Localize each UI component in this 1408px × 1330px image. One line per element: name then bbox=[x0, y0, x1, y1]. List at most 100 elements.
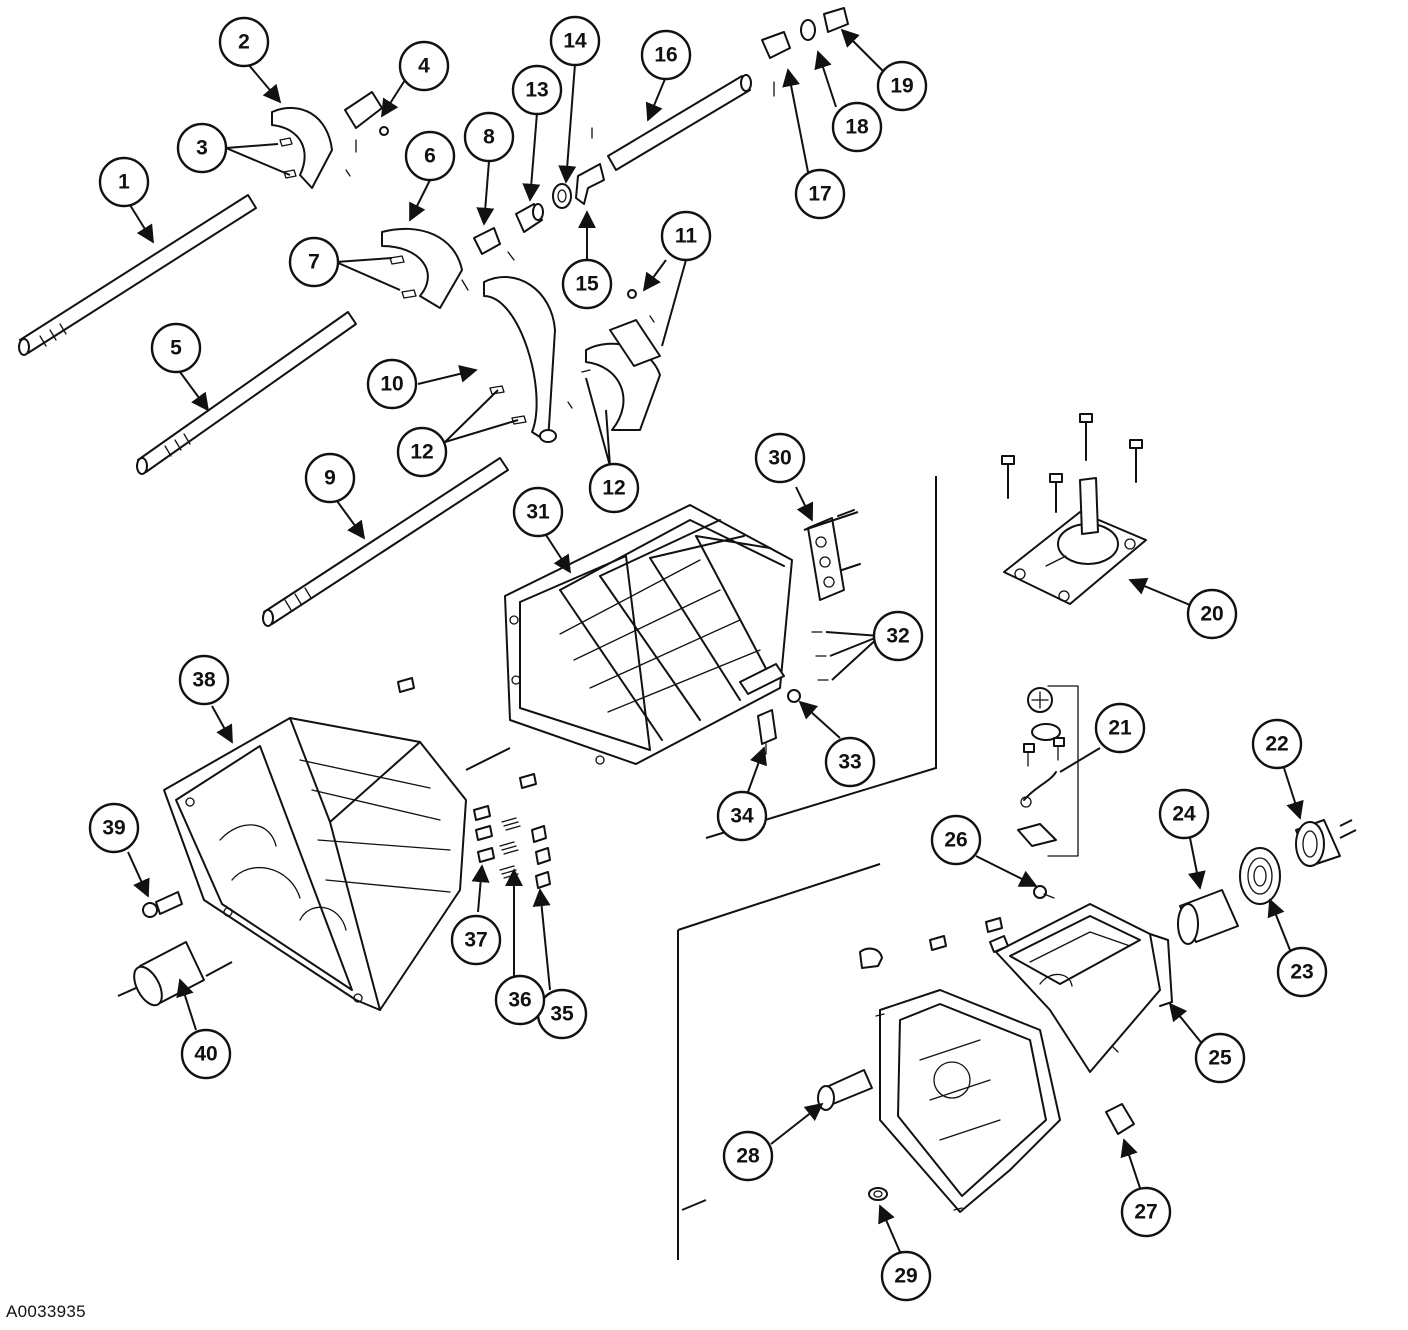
svg-text:21: 21 bbox=[1108, 717, 1132, 740]
callout-12-right: 12 bbox=[588, 462, 640, 514]
callout-18: 18 bbox=[831, 101, 883, 153]
svg-text:37: 37 bbox=[464, 929, 487, 952]
callout-12-left: 12 bbox=[396, 426, 448, 478]
svg-text:29: 29 bbox=[894, 1265, 917, 1288]
svg-text:10: 10 bbox=[380, 373, 403, 396]
svg-text:2: 2 bbox=[238, 31, 250, 54]
svg-text:28: 28 bbox=[736, 1145, 760, 1168]
callout-15: 15 bbox=[561, 258, 613, 310]
extension-housing-part-25 bbox=[989, 903, 1173, 1073]
callout-9: 9 bbox=[304, 452, 356, 504]
callout-6: 6 bbox=[404, 130, 456, 182]
shift-rail-part-9 bbox=[262, 457, 509, 627]
bearing-part-22 bbox=[1295, 819, 1357, 867]
transmission-case-part-31 bbox=[504, 504, 793, 765]
callout-34: 34 bbox=[716, 790, 768, 842]
rod-part-16 bbox=[607, 74, 752, 171]
washer-part-29 bbox=[868, 1187, 888, 1201]
fitting-part-26 bbox=[1033, 885, 1055, 899]
svg-text:38: 38 bbox=[192, 669, 216, 692]
selector-part-17 bbox=[761, 31, 791, 97]
svg-text:12: 12 bbox=[602, 477, 625, 500]
callout-35: 35 bbox=[536, 988, 588, 1040]
bracket-assembly-part-21 bbox=[1017, 685, 1079, 857]
callout-23: 23 bbox=[1276, 946, 1328, 998]
plugs-part-35 bbox=[531, 825, 551, 889]
dowel-pins-case bbox=[397, 677, 537, 789]
callout-21: 21 bbox=[1094, 702, 1146, 754]
shift-lug-part-4 bbox=[344, 91, 389, 177]
svg-text:18: 18 bbox=[845, 116, 869, 139]
switch-part-34 bbox=[757, 709, 777, 755]
callout-37: 37 bbox=[450, 914, 502, 966]
svg-text:17: 17 bbox=[808, 183, 831, 206]
svg-text:31: 31 bbox=[526, 501, 550, 524]
svg-text:12: 12 bbox=[410, 441, 433, 464]
svg-text:4: 4 bbox=[418, 55, 430, 78]
callout-36: 36 bbox=[494, 974, 546, 1026]
svg-text:34: 34 bbox=[730, 805, 754, 828]
pins-part-32 bbox=[811, 631, 829, 681]
plungers-part-37 bbox=[473, 805, 495, 863]
callout-7: 7 bbox=[288, 236, 340, 288]
svg-text:33: 33 bbox=[838, 751, 861, 774]
callout-30: 30 bbox=[754, 432, 806, 484]
svg-text:16: 16 bbox=[654, 44, 677, 67]
svg-text:36: 36 bbox=[508, 989, 531, 1012]
svg-text:24: 24 bbox=[1172, 803, 1196, 826]
shift-fork-part-10 bbox=[483, 276, 557, 443]
svg-text:30: 30 bbox=[768, 447, 791, 470]
washer-part-14 bbox=[552, 183, 572, 209]
shifter-cover-part-20 bbox=[1001, 413, 1147, 605]
bushing-part-13 bbox=[515, 203, 544, 233]
springs-part-36 bbox=[499, 817, 521, 879]
callout-8: 8 bbox=[463, 111, 515, 163]
callout-29: 29 bbox=[880, 1250, 932, 1302]
svg-text:6: 6 bbox=[424, 145, 436, 168]
callout-16: 16 bbox=[640, 29, 692, 81]
callout-26: 26 bbox=[930, 814, 982, 866]
callout-10: 10 bbox=[366, 358, 418, 410]
svg-text:13: 13 bbox=[525, 79, 548, 102]
callout-32: 32 bbox=[872, 610, 924, 662]
clutch-housing-part-38 bbox=[163, 717, 467, 1011]
svg-text:3: 3 bbox=[196, 137, 208, 160]
svg-text:14: 14 bbox=[563, 30, 587, 53]
callout-4: 4 bbox=[398, 40, 450, 92]
svg-text:23: 23 bbox=[1290, 961, 1313, 984]
lever-part-15 bbox=[575, 127, 605, 205]
callout-3: 3 bbox=[176, 122, 228, 174]
svg-text:19: 19 bbox=[890, 75, 913, 98]
plate-part-30 bbox=[807, 509, 861, 601]
callout-17: 17 bbox=[794, 168, 846, 220]
callout-2: 2 bbox=[218, 16, 270, 68]
shift-rail-part-5 bbox=[136, 311, 357, 475]
plug-part-27 bbox=[1105, 1103, 1135, 1135]
assembly-centerlines bbox=[465, 476, 1353, 1260]
callout-13: 13 bbox=[511, 64, 563, 116]
shift-fork-part-2 bbox=[271, 106, 333, 189]
callout-20: 20 bbox=[1186, 588, 1238, 640]
svg-text:20: 20 bbox=[1200, 603, 1223, 626]
plug-part-19 bbox=[823, 7, 849, 33]
svg-text:40: 40 bbox=[194, 1043, 217, 1066]
svg-text:27: 27 bbox=[1134, 1201, 1157, 1224]
svg-text:35: 35 bbox=[550, 1003, 574, 1026]
callout-25: 25 bbox=[1194, 1032, 1246, 1084]
shift-fork-part-6 bbox=[381, 227, 469, 309]
svg-text:7: 7 bbox=[308, 251, 320, 274]
interlock-part-8 bbox=[473, 227, 515, 261]
svg-text:15: 15 bbox=[575, 273, 599, 296]
shift-rail-part-1 bbox=[18, 194, 257, 356]
svg-text:9: 9 bbox=[324, 467, 336, 490]
callout-11: 11 bbox=[660, 210, 712, 262]
svg-text:32: 32 bbox=[886, 625, 909, 648]
shift-fork-part-11 bbox=[567, 289, 661, 431]
svg-text:22: 22 bbox=[1265, 733, 1288, 756]
figure-reference-code: A0033935 bbox=[6, 1302, 86, 1321]
svg-text:5: 5 bbox=[170, 337, 182, 360]
rear-housing-adapter bbox=[859, 917, 1119, 1213]
callout-24: 24 bbox=[1158, 788, 1210, 840]
sleeve-part-40 bbox=[117, 941, 233, 1007]
